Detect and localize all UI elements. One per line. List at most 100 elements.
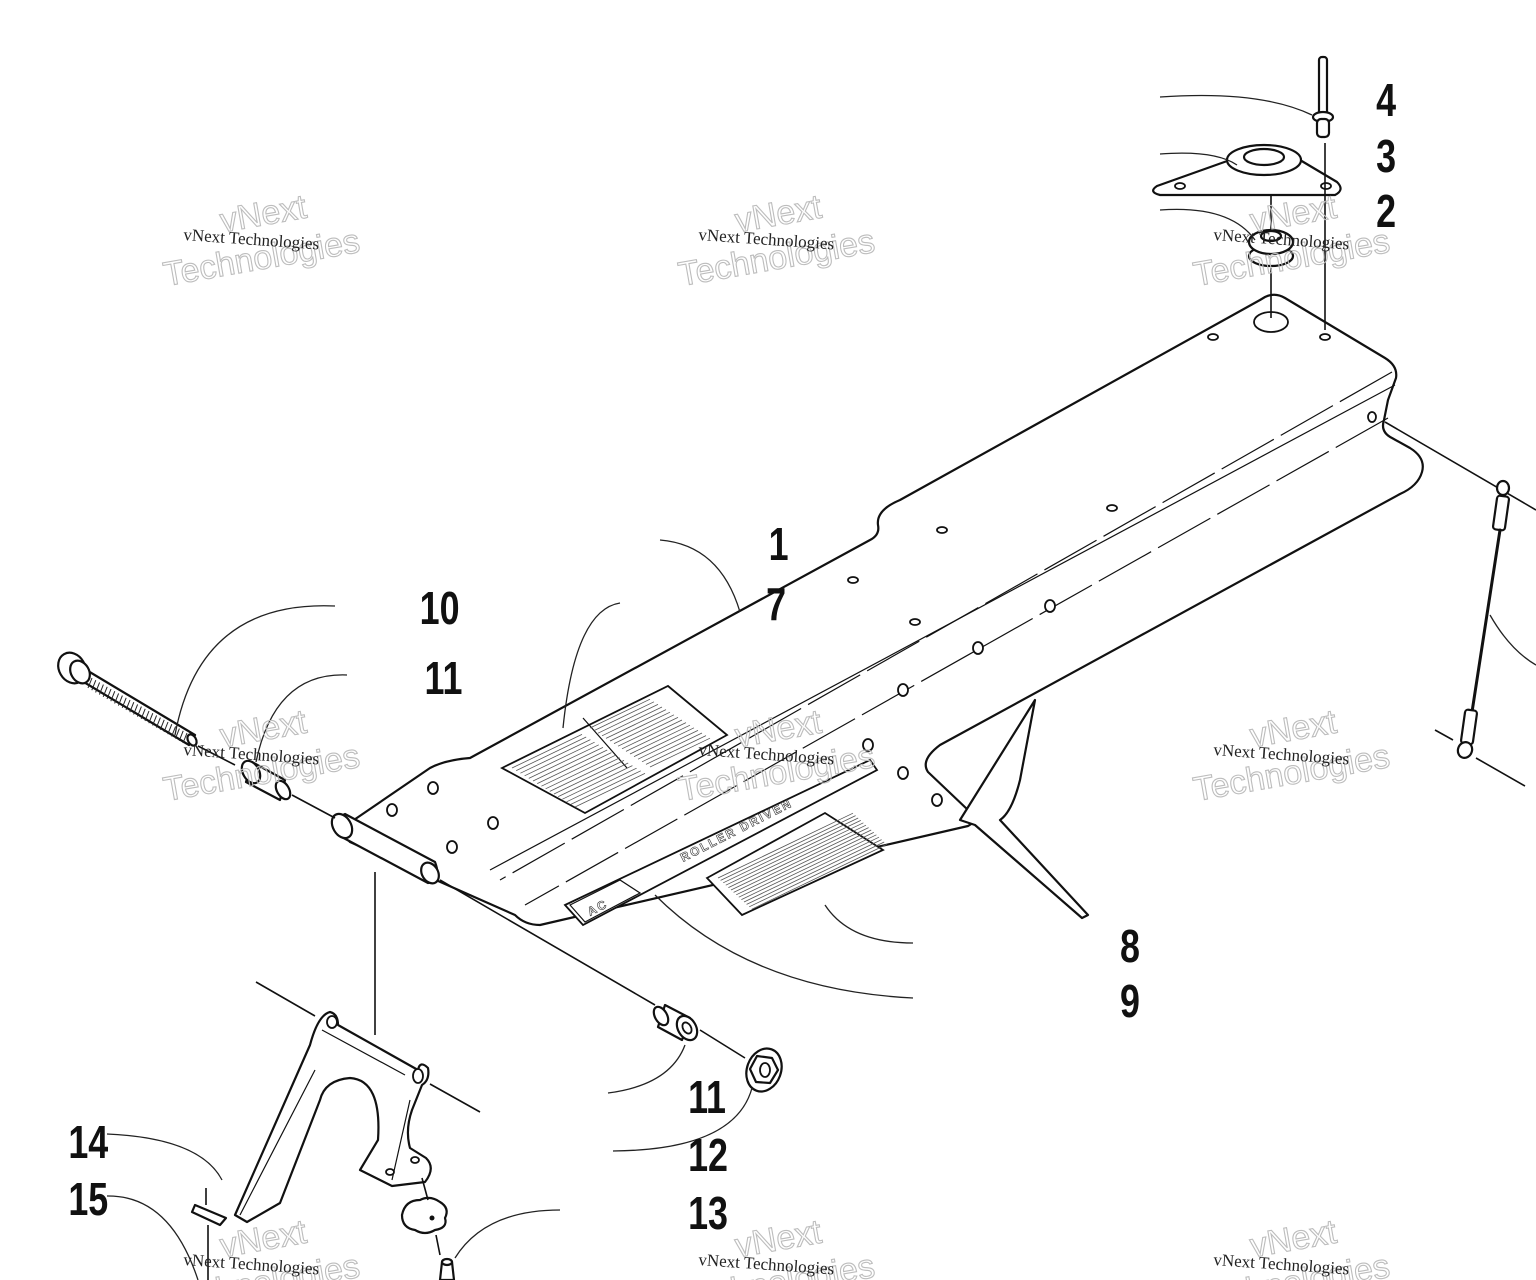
decal-line [532, 747, 604, 782]
thread-mark [129, 702, 135, 713]
decal-line [570, 770, 641, 805]
decal-line [751, 844, 887, 910]
front-tube [330, 812, 440, 885]
decal-line [728, 822, 864, 888]
decal-line [528, 744, 599, 779]
decal-line [558, 762, 629, 797]
thread-mark [110, 691, 116, 702]
thread-mark [171, 726, 177, 737]
bracket [190, 981, 481, 1227]
callout-13: 13 [688, 1188, 728, 1239]
decal-line [574, 773, 646, 808]
thread-mark [125, 699, 131, 711]
bolt [57, 651, 198, 747]
callout-4: 4 [1376, 75, 1396, 126]
pin [205, 1188, 209, 1280]
screw [438, 1257, 456, 1280]
decal-line [746, 839, 882, 905]
thread-mark [91, 680, 97, 691]
decal-line [717, 812, 854, 879]
callout-7: 7 [766, 579, 786, 630]
thread-mark [155, 717, 161, 728]
decal-line [562, 765, 633, 800]
thread-mark [87, 677, 93, 689]
callout-9: 9 [1120, 976, 1140, 1027]
decal-line [553, 760, 625, 795]
cable-assembly [1384, 421, 1536, 787]
rail-top-surface [343, 293, 1424, 927]
thread-mark [102, 686, 108, 697]
decal-line [511, 734, 583, 769]
callout-14: 14 [68, 1117, 108, 1168]
callout-11-right: 11 [688, 1072, 726, 1123]
thread-mark [121, 697, 127, 708]
thread-mark [106, 688, 112, 700]
callout-3: 3 [1376, 131, 1396, 182]
decal-line [733, 827, 869, 893]
decal-line [549, 757, 620, 792]
bend-line-lower [524, 417, 1389, 906]
decal-line [601, 706, 663, 737]
decal-line [645, 735, 707, 765]
callout-10: 10 [420, 583, 460, 634]
decal-line [633, 727, 695, 757]
decal-line [520, 739, 591, 774]
flange-plate [1152, 143, 1342, 197]
decal-line [730, 824, 867, 891]
thread-mark [136, 706, 142, 717]
decal-line [593, 701, 655, 731]
decal-line [736, 829, 872, 896]
rail-body [330, 293, 1424, 927]
decal-line [720, 815, 856, 881]
decal-line [609, 711, 671, 742]
decal-line [629, 724, 691, 755]
decal-lower [705, 811, 887, 917]
callout-11-left: 11 [425, 653, 463, 704]
thread-mark [178, 730, 184, 741]
thread-mark [98, 684, 104, 695]
rivet [1311, 55, 1335, 139]
thread-mark [182, 732, 188, 744]
thread-mark [133, 704, 139, 715]
assembly-axis-right [439, 879, 746, 1059]
decal-line [749, 841, 885, 908]
decal-line [621, 719, 683, 750]
decal-line [537, 749, 608, 784]
thread-mark [174, 728, 180, 739]
thread-mark [148, 713, 154, 724]
decal-line [605, 709, 667, 739]
decal-line [545, 754, 616, 790]
decal-line [743, 836, 880, 903]
rail-fin [958, 698, 1090, 920]
thread-mark [159, 719, 165, 730]
thread-mark [95, 682, 101, 693]
decal-line [566, 767, 637, 803]
decal-line [641, 732, 703, 763]
decal-line [725, 820, 861, 886]
grommet [1247, 228, 1295, 268]
decal-line [613, 714, 675, 744]
callout-labels: 4 3 2 1 7 10 11 8 9 11 12 13 14 15 [68, 75, 1396, 1239]
callout-15: 15 [68, 1174, 108, 1225]
callout-1: 1 [769, 519, 789, 570]
decal-upper [500, 684, 729, 815]
star-washer [400, 1177, 448, 1256]
decal-line [625, 722, 687, 752]
flange-nut [745, 1047, 783, 1093]
decal-line [617, 717, 679, 747]
thread-mark [167, 724, 173, 735]
bushing-right [652, 1003, 699, 1042]
decal-line [649, 737, 711, 768]
thread-mark [117, 695, 123, 706]
bushing-left [240, 759, 292, 802]
thread-mark [114, 693, 120, 704]
decal-line [741, 834, 877, 900]
bolt-threads [87, 677, 188, 744]
